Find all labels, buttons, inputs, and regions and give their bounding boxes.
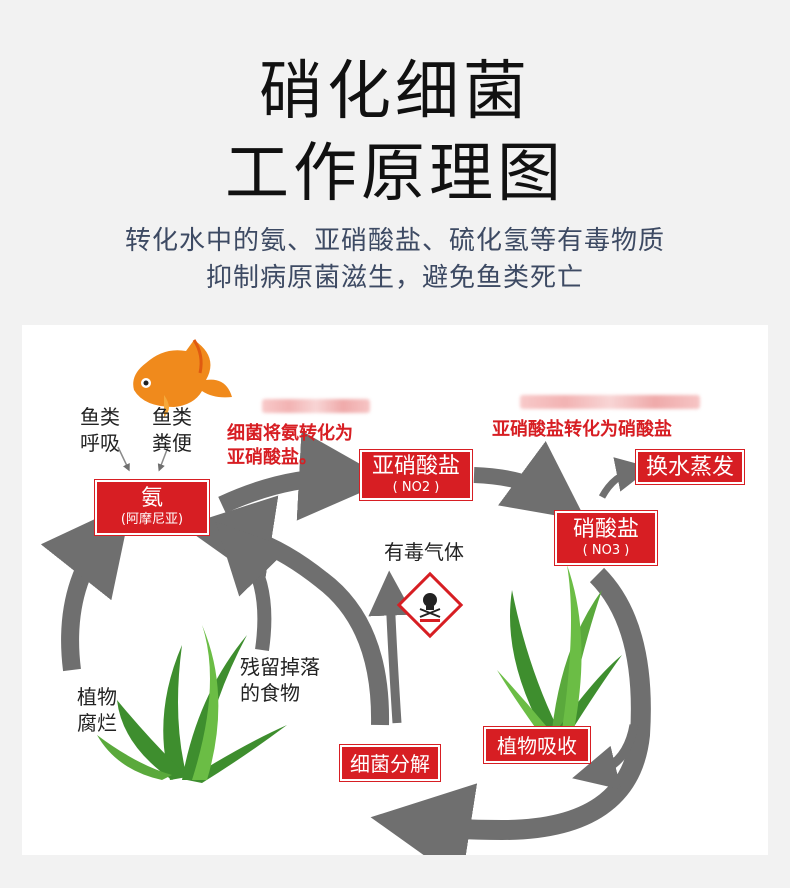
toxic-hazard-icon: [396, 571, 464, 639]
diagram-panel: 氨 (阿摩尼亚) 亚硝酸盐 ( NO2 ) 硝酸盐 ( NO3 ) 换水蒸发 细…: [22, 325, 768, 855]
plant-decay-line1: 植物: [77, 685, 117, 709]
step2-text: 亚硝酸盐转化为硝酸盐: [492, 419, 672, 440]
arrow-food-to-ammonia: [215, 521, 290, 651]
step1-text-line2: 亚硝酸盐。: [227, 447, 317, 468]
arrow-fish-breath: [117, 446, 130, 472]
bacteria-decompose-label: 细菌分解: [350, 752, 430, 776]
goldfish-icon: [133, 339, 232, 417]
arrow-nitrate-loop: [370, 567, 651, 855]
ammonia-note: (阿摩尼亚): [120, 512, 184, 527]
water-change-box: 换水蒸发: [636, 450, 744, 484]
arrow-to-plant-absorb: [572, 724, 639, 790]
subtitle-line-1: 转化水中的氨、亚硝酸盐、硫化氢等有毒物质: [124, 226, 665, 256]
fish-breath-line2: 呼吸: [80, 431, 120, 455]
arrow-ammonia-to-nitrite: [218, 430, 389, 521]
ammonia-box: 氨 (阿摩尼亚): [95, 480, 209, 535]
plant-decay-line2: 腐烂: [77, 711, 117, 735]
plant-absorb-box: 植物吸收: [484, 727, 590, 763]
nitrate-label: 硝酸盐: [572, 517, 639, 542]
title-line-1: 硝化细菌: [259, 55, 531, 129]
leftover-food-line2: 的食物: [240, 681, 300, 705]
arrow-nitrate-to-water-change: [598, 457, 652, 499]
cycle-diagram: [40, 339, 652, 855]
nitrate-formula: ( NO3 ): [582, 543, 630, 558]
subtitle-line-2: 抑制病原菌滋生，避免鱼类死亡: [205, 263, 584, 293]
nitrite-formula: ( NO2 ): [392, 480, 440, 495]
plant-absorb-label: 植物吸收: [497, 734, 577, 758]
plant-icon-right: [497, 565, 622, 733]
nitrite-label: 亚硝酸盐: [371, 454, 460, 479]
arrow-plant-decay-to-ammonia: [40, 501, 132, 672]
leftover-food-line1: 残留掉落: [240, 655, 320, 679]
nitrate-box: 硝酸盐 ( NO3 ): [555, 511, 657, 565]
nitrite-box: 亚硝酸盐 ( NO2 ): [360, 450, 472, 500]
blurred-text-2: [520, 395, 700, 409]
arrow-decompose-to-toxic-gas: [368, 570, 414, 724]
blurred-text-1: [262, 399, 370, 413]
arrow-fish-feces: [157, 446, 169, 472]
fish-feces-line2: 粪便: [152, 431, 192, 455]
toxic-gas-label: 有毒气体: [384, 540, 464, 564]
arrow-nitrite-to-nitrate: [473, 441, 587, 521]
water-change-label: 换水蒸发: [645, 455, 734, 480]
fish-breath-line1: 鱼类: [80, 405, 120, 429]
plant-icon-left: [97, 625, 287, 783]
step1-text-line1: 细菌将氨转化为: [227, 423, 353, 444]
ammonia-label: 氨: [140, 486, 163, 511]
fish-feces-line1: 鱼类: [152, 405, 192, 429]
bacteria-decompose-box: 细菌分解: [340, 745, 440, 781]
title-line-2: 工作原理图: [225, 137, 565, 211]
